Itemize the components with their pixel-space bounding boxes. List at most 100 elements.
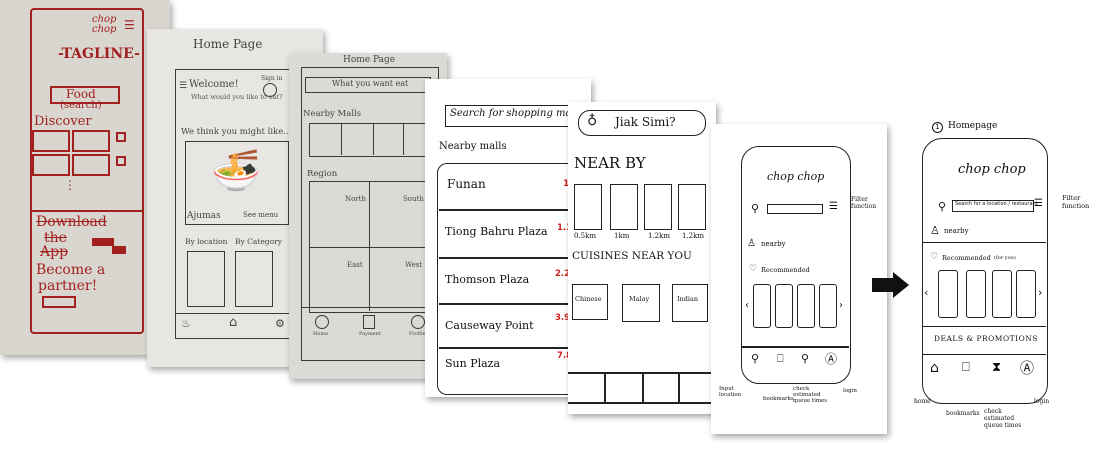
suggest-text: We think you might like...: [181, 127, 292, 137]
rec-card-4[interactable]: [819, 284, 837, 328]
rec-card-3[interactable]: [797, 284, 815, 328]
nav-divider: [741, 346, 849, 348]
category-card[interactable]: [235, 251, 273, 307]
by-category-tab[interactable]: By Category: [235, 237, 282, 246]
discover-card-2[interactable]: [72, 130, 110, 152]
chevron-right-icon[interactable]: ›: [839, 300, 843, 311]
discover-card-4[interactable]: [72, 154, 110, 176]
logo: chop chop: [767, 170, 825, 183]
row-divider-4: [439, 347, 589, 349]
region-west[interactable]: West: [405, 261, 423, 269]
login-avatar-icon[interactable]: Ⓐ: [825, 352, 838, 366]
input-location-annotation: Input location: [719, 386, 742, 398]
search-placeholder: Search for a location / restaurant: [955, 201, 1038, 207]
phone-frame: [30, 8, 144, 334]
download-badge-2[interactable]: [112, 246, 126, 254]
rec-card-2[interactable]: [966, 270, 986, 318]
sign-in-label[interactable]: Sign in: [261, 75, 283, 82]
login-annotation: login: [1034, 398, 1050, 405]
chevron-right-icon[interactable]: ›: [1038, 286, 1043, 299]
nearby-label[interactable]: nearby: [944, 227, 969, 235]
nearby-card-2[interactable]: [610, 184, 638, 230]
rec-card-4[interactable]: [1016, 270, 1036, 318]
bookmarks-annotation: bookmarks: [763, 396, 794, 402]
filter-icon[interactable]: ☰: [829, 201, 838, 212]
home-nav-label: Home: [313, 331, 329, 337]
cuisine-card-1[interactable]: Chinese: [572, 284, 608, 320]
by-location-tab[interactable]: By location: [185, 237, 228, 246]
home-nav-icon[interactable]: ⌂: [229, 315, 238, 330]
food-button-label: Food: [66, 87, 96, 101]
rec-card-1[interactable]: [938, 270, 958, 318]
rec-card-1[interactable]: [753, 284, 771, 328]
search-input[interactable]: Search for shopping mall: [445, 105, 587, 127]
search-input[interactable]: [767, 204, 823, 214]
region-north[interactable]: North: [345, 195, 367, 203]
cuisine-card-2[interactable]: Malay: [622, 284, 660, 322]
filter-icon[interactable]: ☰: [1034, 198, 1043, 209]
mall-name: Thomson Plaza: [445, 273, 530, 286]
chevron-left-icon[interactable]: ‹: [924, 286, 929, 299]
mall-name: Tiong Bahru Plaza: [445, 225, 548, 238]
search-input[interactable]: Search for a location / restaurant: [952, 200, 1038, 212]
payment-nav-label: Payment: [359, 331, 381, 337]
scroll-icon-1[interactable]: [116, 132, 126, 142]
search-icon[interactable]: ⚲: [751, 202, 760, 215]
nav-sep-1: [604, 372, 606, 404]
sketch-6-paper: chop chop ⚲ ☰ Filter function ♙ nearby ♡…: [711, 124, 887, 434]
bookmark-icon[interactable]: ⎕: [777, 352, 784, 365]
scroll-icon-2[interactable]: [116, 156, 126, 166]
suggestion-card[interactable]: [185, 141, 289, 225]
search-input[interactable]: ♁ Jiak Simi?: [578, 110, 706, 136]
nearby-card-1[interactable]: [574, 184, 602, 230]
menu-icon[interactable]: ☰: [179, 81, 188, 91]
search-placeholder: Search for shopping mall: [450, 108, 578, 119]
bookmark-nav-icon[interactable]: ⎕: [962, 360, 970, 375]
rec-card-3[interactable]: [992, 270, 1012, 318]
right-arrow-icon: [872, 278, 894, 292]
location-pin-icon[interactable]: ⚲: [751, 352, 760, 365]
search-input[interactable]: What you want eat: [305, 77, 431, 93]
search-icon[interactable]: ⚲: [938, 200, 947, 213]
queue-search-icon[interactable]: ⚲: [801, 352, 810, 365]
settings-nav-icon[interactable]: ⚙: [275, 317, 285, 330]
nearby-card-3[interactable]: [644, 184, 672, 230]
discover-card-1[interactable]: [32, 130, 70, 152]
carousel-divider-1: [341, 123, 342, 155]
see-menu-link[interactable]: See menu: [243, 211, 279, 219]
cuisine-label: Malay: [629, 295, 650, 303]
chevron-left-icon[interactable]: ‹: [745, 300, 749, 311]
nearby-card-4[interactable]: [678, 184, 706, 230]
home-nav-icon[interactable]: [315, 315, 329, 329]
nav-sep-2: [642, 372, 644, 404]
cuisine-label: Indian: [677, 295, 699, 303]
rec-card-2[interactable]: [775, 284, 793, 328]
download-badge-1[interactable]: [92, 238, 114, 246]
nearby-heading: Nearby malls: [439, 141, 507, 152]
more-dots: ⋮: [64, 178, 76, 192]
right-arrow-head: [893, 272, 909, 298]
discover-card-3[interactable]: [32, 154, 70, 176]
row-divider-2: [439, 257, 589, 259]
home-nav-icon[interactable]: ⌂: [930, 360, 939, 376]
bowl-nav-icon[interactable]: ♨: [181, 317, 191, 330]
malls-carousel[interactable]: [309, 123, 431, 157]
login-avatar-icon[interactable]: Ⓐ: [1020, 361, 1034, 377]
cuisine-card-3[interactable]: Indian: [672, 284, 708, 322]
distance-3: 1.2km: [648, 232, 671, 240]
payment-nav-icon[interactable]: [363, 315, 375, 329]
sketch-4-paper: Search for shopping mall Nearby malls Fu…: [425, 79, 598, 397]
location-card[interactable]: [187, 251, 225, 307]
partner-button[interactable]: [42, 296, 76, 308]
nearby-label[interactable]: nearby: [761, 240, 786, 248]
avatar-icon[interactable]: [263, 83, 277, 97]
welcome-text: Welcome!: [189, 79, 239, 90]
region-south[interactable]: South: [403, 195, 424, 203]
menu-icon[interactable]: ☰: [124, 18, 135, 32]
logo: chop chop: [958, 162, 1026, 177]
food-button[interactable]: Food: [50, 86, 120, 104]
profile-nav-icon[interactable]: [411, 315, 425, 329]
hourglass-nav-icon[interactable]: ⧗: [992, 360, 1002, 375]
region-east[interactable]: East: [347, 261, 363, 269]
heading-number: 1: [932, 122, 943, 133]
